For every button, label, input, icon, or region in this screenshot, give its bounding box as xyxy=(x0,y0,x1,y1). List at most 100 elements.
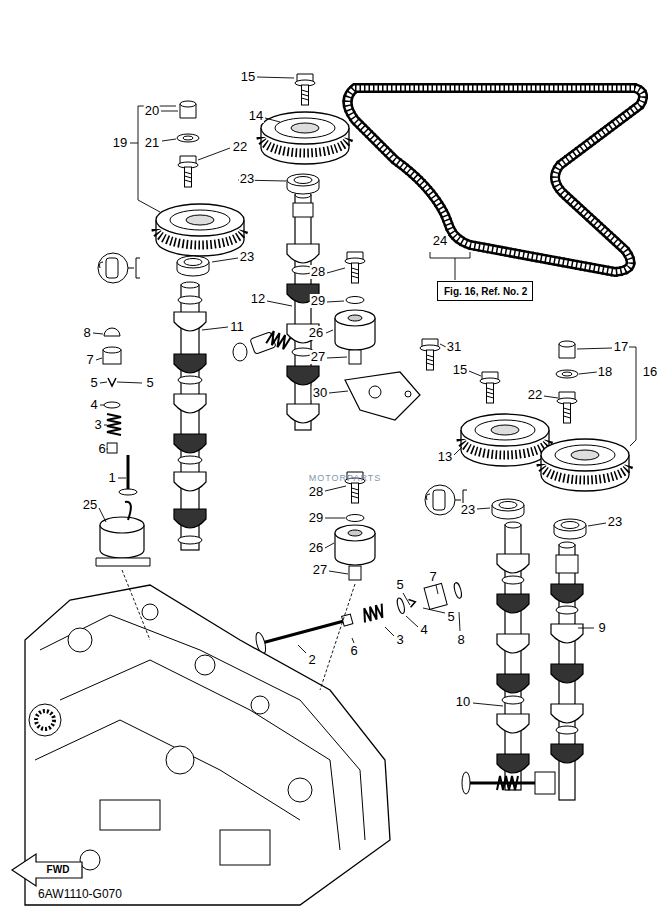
drawing-rect xyxy=(424,583,447,609)
drawing-use xyxy=(287,404,319,423)
drawing-circle xyxy=(369,386,381,398)
drawing-use xyxy=(295,74,315,105)
drawing-circle xyxy=(80,850,100,870)
drawing-line xyxy=(117,382,142,383)
drawing-path xyxy=(104,328,120,336)
drawing-line xyxy=(455,500,461,501)
drawing-ellipse xyxy=(559,542,575,548)
drawing-use xyxy=(554,519,586,539)
drawing-line xyxy=(99,508,106,522)
drawing-use xyxy=(480,372,500,403)
callout-number: 5 xyxy=(89,376,98,390)
callout-number: 8 xyxy=(456,633,465,647)
drawing-circle xyxy=(288,778,312,802)
drawing-path xyxy=(99,262,103,268)
drawing-circle xyxy=(195,655,215,675)
drawing-line xyxy=(385,627,394,636)
drawing-rect xyxy=(349,350,361,364)
drawing-use xyxy=(497,634,529,653)
drawing-line xyxy=(202,327,228,330)
drawing-line xyxy=(212,258,238,262)
callout-number: 31 xyxy=(446,340,462,354)
callout-number: 22 xyxy=(232,140,248,154)
callout-number: 5 xyxy=(145,376,154,390)
drawing-line xyxy=(352,638,354,643)
callout-number: 9 xyxy=(597,621,606,635)
drawing-line xyxy=(104,425,107,426)
callout-number: 15 xyxy=(452,363,468,377)
drawing-line xyxy=(329,571,348,574)
drawing-ellipse xyxy=(178,296,202,304)
drawing-path xyxy=(430,252,470,280)
drawing-ellipse xyxy=(556,606,578,614)
drawing-ellipse xyxy=(233,343,247,361)
drawing-circle xyxy=(425,485,455,515)
drawing-line xyxy=(93,333,103,334)
drawing-use xyxy=(107,414,121,435)
callout-number: 2 xyxy=(307,653,316,667)
drawing-line xyxy=(127,455,130,490)
drawing-ellipse xyxy=(177,134,199,142)
callout-number: 26 xyxy=(308,541,324,555)
drawing-ellipse xyxy=(178,456,202,464)
drawing-path xyxy=(629,347,636,446)
callout-number: 29 xyxy=(310,294,326,308)
drawing-line xyxy=(326,330,333,333)
drawing-ellipse xyxy=(462,772,470,794)
drawing-rect xyxy=(349,566,361,580)
drawing-line xyxy=(118,478,126,479)
drawing-line xyxy=(436,585,438,594)
drawing-use xyxy=(178,156,198,187)
drawing-ellipse xyxy=(183,136,193,140)
drawing-line xyxy=(128,268,134,269)
drawing-use xyxy=(361,604,385,623)
drawing-line xyxy=(96,358,102,360)
drawing-line xyxy=(423,608,445,613)
drawing-line xyxy=(327,301,344,302)
drawing-circle xyxy=(251,696,269,714)
drawing-line xyxy=(327,268,345,273)
drawing-line xyxy=(329,391,348,393)
drawing-line xyxy=(130,143,138,144)
callout-number: 8 xyxy=(82,326,91,340)
callout-number: 15 xyxy=(240,70,256,84)
drawing-line xyxy=(454,447,462,455)
drawing-use xyxy=(335,525,375,565)
callout-number: 29 xyxy=(308,511,324,525)
drawing-ellipse xyxy=(556,370,578,378)
callout-number: 22 xyxy=(527,388,543,402)
drawing-path xyxy=(348,88,644,272)
drawing-line xyxy=(263,621,345,643)
drawing-ellipse xyxy=(180,101,196,107)
drawing-line xyxy=(588,523,606,526)
callout-number: 16 xyxy=(642,365,658,379)
drawing-ellipse xyxy=(103,347,121,353)
callout-number: 14 xyxy=(248,109,264,123)
drawing-use xyxy=(497,776,518,790)
drawing-ellipse xyxy=(559,341,575,347)
drawing-line xyxy=(473,703,503,706)
drawing-path xyxy=(345,372,420,420)
drawing-ellipse xyxy=(346,297,364,304)
callout-number: 5 xyxy=(395,578,404,592)
drawing-line xyxy=(122,570,150,640)
drawing-path xyxy=(348,88,644,272)
drawing-line xyxy=(577,348,612,349)
drawing-use xyxy=(287,174,319,194)
drawing-line xyxy=(544,396,558,398)
drawing-line xyxy=(298,645,306,653)
direction-label: FWD xyxy=(46,863,71,877)
drawing-circle xyxy=(142,604,158,620)
drawing-path xyxy=(125,502,131,520)
callout-number: 6 xyxy=(349,644,358,658)
drawing-path xyxy=(108,378,116,386)
drawing-use xyxy=(557,392,577,423)
callout-number: 30 xyxy=(312,386,328,400)
drawing-rect xyxy=(100,800,160,830)
callout-number: 20 xyxy=(144,104,160,118)
callout-number: 13 xyxy=(437,450,453,464)
drawing-path xyxy=(409,598,417,607)
drawing-line xyxy=(579,372,597,374)
